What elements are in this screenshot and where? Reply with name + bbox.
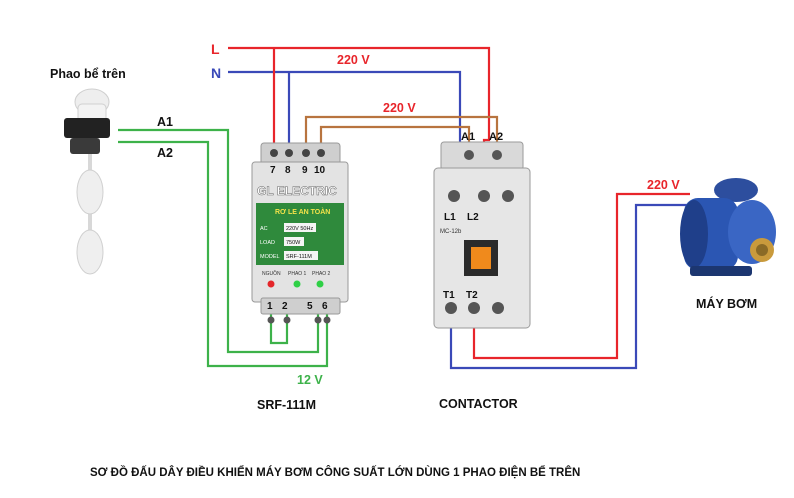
contactor-model: MC-12b xyxy=(440,229,462,235)
relay-terminal-5: 5 xyxy=(307,301,313,312)
water-pump: MÁY BƠM xyxy=(680,178,776,311)
relay-row2-value: 750W xyxy=(286,240,301,246)
relay-terminal-1: 1 xyxy=(267,301,273,312)
relay-led-label-float2: PHAO 2 xyxy=(312,271,331,277)
coil-wire-a1 xyxy=(304,115,499,152)
relay-module: 7 8 9 10 GL ELECTRIC RƠ LE AN TOÀN AC 22… xyxy=(251,142,349,412)
float-wire-a1-label: A1 xyxy=(157,115,173,129)
relay-row1-value: 220V 50Hz xyxy=(286,226,313,232)
contactor-label: CONTACTOR xyxy=(439,397,518,411)
relay-row3-value: SRF-111M xyxy=(286,254,312,260)
pump-wires xyxy=(449,192,690,370)
relay-row2-label: LOAD xyxy=(260,240,275,246)
relay-top-screws xyxy=(270,149,325,157)
relay-led-label-float1: PHAO 1 xyxy=(288,271,307,277)
contactor-coil-a2: A2 xyxy=(489,131,503,143)
relay-row1-label: AC xyxy=(260,226,268,232)
contactor: A1 A2 L1 L2 MC-12b T1 T2 CONTACTOR xyxy=(433,131,531,411)
relay-jumper xyxy=(269,310,289,345)
contactor-line-l2: L2 xyxy=(467,212,479,223)
live-line-label: L xyxy=(211,41,220,57)
relay-brand: GL ELECTRIC xyxy=(257,184,337,198)
sensor-wire-a2 xyxy=(118,140,329,368)
relay-led-float1 xyxy=(293,280,301,288)
relay-terminal-8: 8 xyxy=(285,165,291,176)
relay-terminal-10: 10 xyxy=(314,165,326,176)
diagram-title: SƠ ĐỒ ĐẤU DÂY ĐIỀU KHIỂN MÁY BƠM CÔNG SU… xyxy=(90,466,580,479)
sensor-wire-a1 xyxy=(118,128,320,354)
relay-led-power xyxy=(267,280,275,288)
float-wire-a2-label: A2 xyxy=(157,146,173,160)
relay-terminal-6: 6 xyxy=(322,301,328,312)
relay-terminal-9: 9 xyxy=(302,165,308,176)
sensor-voltage-label: 12 V xyxy=(297,373,323,387)
supply-voltage-label: 220 V xyxy=(337,53,370,67)
pump-voltage-label: 220 V xyxy=(647,178,680,192)
float-switch-label: Phao bể trên xyxy=(50,67,126,81)
relay-terminal-7: 7 xyxy=(270,165,276,176)
relay-row3-label: MODEL xyxy=(260,254,280,260)
contactor-coil-a1: A1 xyxy=(461,131,475,143)
contactor-line-l1: L1 xyxy=(444,212,456,223)
relay-led-label-power: NGUỒN xyxy=(262,270,281,277)
pump-neutral-wire xyxy=(449,203,690,370)
pump-label: MÁY BƠM xyxy=(696,296,757,311)
pump-live-wire xyxy=(472,192,690,360)
neutral-line-label: N xyxy=(211,65,221,81)
coil-wires xyxy=(304,115,499,152)
relay-terminal-2: 2 xyxy=(282,301,288,312)
sensor-wires xyxy=(118,128,329,368)
relay-led-float2 xyxy=(316,280,324,288)
coil-wire-a2 xyxy=(319,125,471,152)
contactor-load-t2: T2 xyxy=(466,290,478,301)
relay-subtitle: RƠ LE AN TOÀN xyxy=(275,207,330,216)
relay-model-label: SRF-111M xyxy=(257,398,316,412)
coil-voltage-label: 220 V xyxy=(383,101,416,115)
float-switch: Phao bể trên A1 A2 xyxy=(50,67,173,275)
contactor-load-t1: T1 xyxy=(443,290,455,301)
